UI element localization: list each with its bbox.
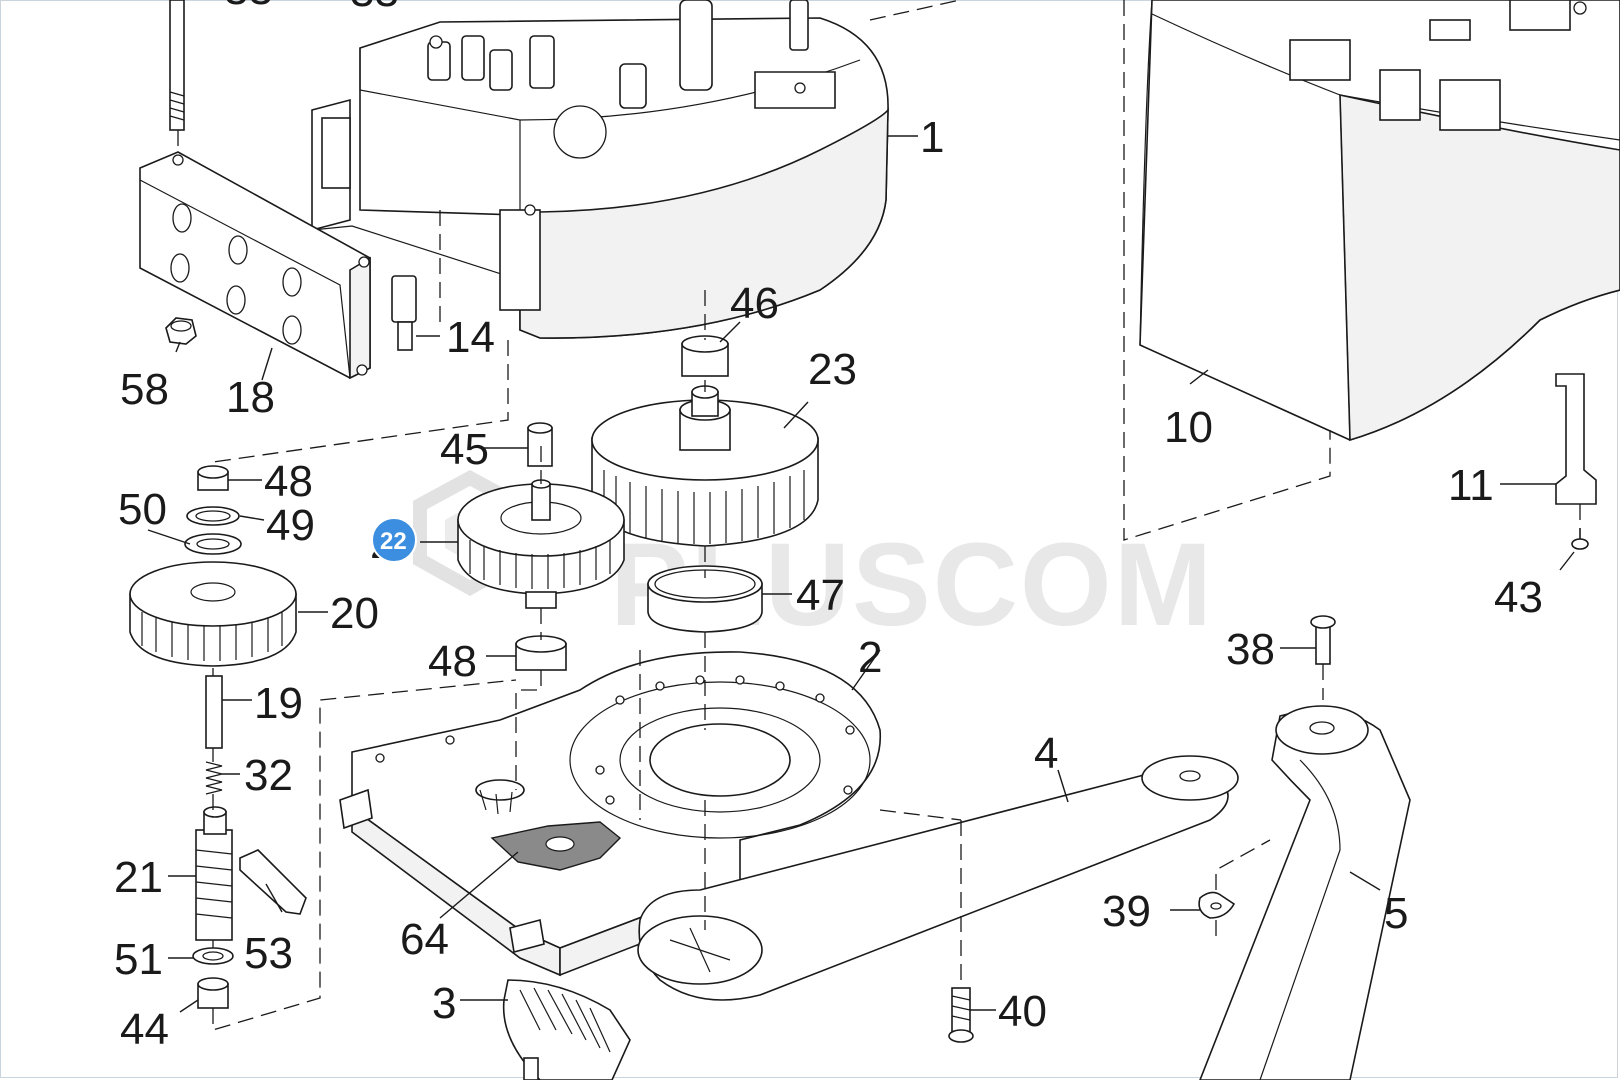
part-1-housing [311, 0, 889, 339]
coupling-part [475, 779, 525, 815]
part-14-connector [391, 275, 417, 351]
callout-53: 53 [244, 929, 293, 978]
callout-labels: 1 2 3 4 5 10 11 14 18 19 20 21 2 23 32 3… [114, 0, 1543, 1054]
part-10-cover [1139, 0, 1620, 442]
callout-38: 38 [1226, 625, 1275, 674]
callout-14: 14 [446, 313, 495, 362]
part-11-clip [1555, 373, 1597, 505]
part-4-arm [637, 755, 1239, 1001]
part-53-key [239, 849, 307, 915]
callout-32: 32 [244, 751, 293, 800]
callout-23: 23 [808, 345, 857, 394]
callout-21: 21 [114, 853, 163, 902]
part-19-shaft [205, 675, 223, 749]
part-22-highlight-badge[interactable]: 22 [371, 517, 417, 563]
callout-39: 39 [1102, 887, 1151, 936]
callout-49: 49 [266, 501, 315, 550]
callout-46: 46 [730, 279, 779, 328]
callout-18: 18 [226, 373, 275, 422]
callout-4: 4 [1034, 729, 1058, 778]
part-50-washer [184, 533, 242, 555]
part-33-long-bolt [169, 0, 185, 131]
part-44-bushing [197, 977, 229, 1009]
callout-58: 58 [120, 365, 169, 414]
cover-top-details [1289, 0, 1587, 131]
assembly-dashed-lines [177, 0, 1581, 1031]
part-48-upper-bushing [197, 465, 229, 491]
part-22-gear [457, 479, 625, 609]
part-64-gasket [490, 821, 622, 871]
part-45-pin [527, 422, 553, 467]
base-plate-holes [375, 675, 855, 805]
callout-19: 19 [254, 679, 303, 728]
callout-48-lower: 48 [428, 637, 477, 686]
callout-50: 50 [118, 485, 167, 534]
callout-45: 45 [440, 425, 489, 474]
callout-48-upper: 48 [264, 457, 313, 506]
callout-3: 3 [432, 979, 456, 1028]
part-48-lower-bushing [515, 635, 567, 671]
leader-lines [147, 135, 1575, 1013]
part-49-circlip [186, 506, 240, 526]
callout-5: 5 [1384, 889, 1408, 938]
callout-33-left: 33 [224, 0, 273, 14]
callout-33-top: 33 [350, 0, 399, 16]
part-32-spring [205, 761, 223, 795]
part-5-arm [1199, 705, 1411, 1080]
callout-47: 47 [796, 571, 845, 620]
part-20-gear [129, 561, 297, 667]
callout-10: 10 [1164, 403, 1213, 452]
callout-20: 20 [330, 589, 379, 638]
badge-label: 22 [380, 528, 407, 555]
callout-1: 1 [920, 113, 944, 162]
callout-44: 44 [120, 1005, 169, 1054]
callout-43: 43 [1494, 573, 1543, 622]
part-23-large-gear [591, 385, 819, 547]
callout-51: 51 [114, 935, 163, 984]
part-21-worm-shaft [195, 806, 233, 941]
part-40-screw [948, 987, 974, 1043]
callout-40: 40 [998, 987, 1047, 1036]
housing-bosses [427, 0, 836, 216]
part-3-worm-segment [502, 979, 631, 1080]
part-58-nut [165, 317, 197, 345]
part-46-bushing [681, 335, 729, 377]
bottom-bolt [523, 1057, 539, 1080]
callout-2: 2 [858, 633, 882, 682]
callout-64: 64 [400, 915, 449, 964]
part-18-bracket [139, 151, 371, 380]
part-43-screw [1571, 528, 1589, 550]
part-51-washer [192, 947, 234, 965]
part-38-pin [1310, 615, 1336, 665]
part-47-ring [647, 565, 763, 633]
part-39-clip [1198, 891, 1236, 919]
gear-23-teeth [603, 470, 805, 544]
callout-11: 11 [1448, 461, 1494, 510]
